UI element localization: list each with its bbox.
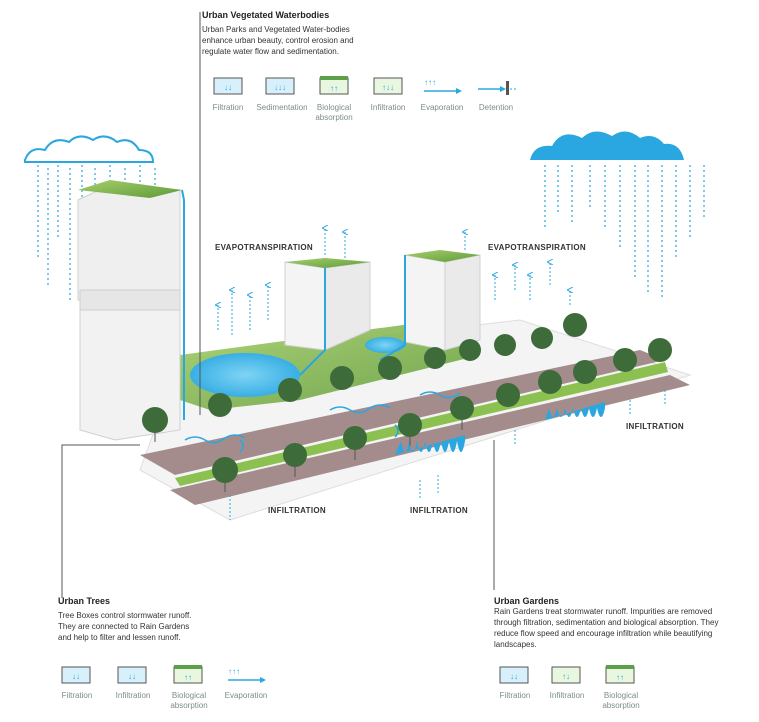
- infiltration-drips: [395, 402, 605, 455]
- gardens-icon-label: Filtration: [499, 691, 531, 700]
- gardens-title: Urban Gardens: [494, 596, 560, 606]
- evaporation-icon: ↑↑↑: [224, 664, 268, 693]
- svg-text:↑↑: ↑↑: [616, 673, 624, 682]
- trees-icon-label: Infiltration: [115, 691, 151, 700]
- waterbodies-icon-label: Biological absorption: [315, 103, 353, 122]
- infiltration-label-left: INFILTRATION: [268, 506, 326, 515]
- road-lower: [170, 375, 690, 505]
- road-upper: [140, 350, 665, 475]
- svg-text:↑↑: ↑↑: [184, 673, 192, 682]
- building-middle: [284, 258, 371, 376]
- infiltration-icon: ↑↓↓: [368, 75, 408, 104]
- svg-text:↑↑↑: ↑↑↑: [228, 667, 240, 676]
- svg-text:↓↓: ↓↓: [510, 672, 518, 681]
- trees-title: Urban Trees: [58, 596, 111, 606]
- cloud-right-icon: [530, 131, 684, 160]
- detention-icon: [476, 75, 520, 104]
- gardens-icon-label: Biological absorption: [602, 691, 640, 710]
- tower-left: [77, 180, 185, 441]
- infiltration-icon: ↑↓: [546, 664, 586, 693]
- evapotranspiration-label-right: EVAPOTRANSPIRATION: [488, 243, 586, 252]
- waterbodies-title: Urban Vegetated Waterbodies: [202, 10, 330, 20]
- gardens-icon-row: ↓↓ Filtration ↑↓ Infiltration ↑↑ Biologi…: [490, 664, 670, 714]
- svg-text:↓↓: ↓↓: [128, 672, 136, 681]
- waterbodies-icon-row: ↓↓ Filtration ↓↓↓ Sedimentation ↑↑ Biolo…: [208, 75, 518, 125]
- biological-absorption-icon: ↑↑: [168, 664, 208, 693]
- svg-text:↑↑↑: ↑↑↑: [424, 78, 436, 87]
- infiltration-label-right: INFILTRATION: [626, 422, 684, 431]
- trees-icon-label: Biological absorption: [170, 691, 208, 710]
- infiltration-icon: ↓↓: [112, 664, 152, 693]
- filtration-icon: ↓↓: [494, 664, 534, 693]
- trees-icon-row: ↓↓ Filtration ↓↓ Infiltration ↑↑ Biologi…: [52, 664, 292, 714]
- waterbodies-icon-label: Infiltration: [370, 103, 406, 112]
- svg-text:↑↑: ↑↑: [330, 84, 338, 93]
- filtration-icon: ↓↓: [56, 664, 96, 693]
- svg-text:↑↓↓: ↑↓↓: [382, 83, 394, 92]
- biological-absorption-icon: ↑↑: [600, 664, 640, 693]
- cloud-left-icon: [24, 135, 155, 163]
- gardens-icon-label: Infiltration: [549, 691, 585, 700]
- infiltration-label-middle: INFILTRATION: [410, 506, 468, 515]
- trees-icon-label: Filtration: [61, 691, 93, 700]
- waterbodies-description: Urban Parks and Vegetated Water-bodies e…: [202, 25, 354, 56]
- rain-right: [544, 165, 705, 300]
- evapotranspiration-label-left: EVAPOTRANSPIRATION: [215, 243, 313, 252]
- waterbodies-icon-label: Detention: [478, 103, 514, 112]
- svg-text:↑↓: ↑↓: [562, 672, 570, 681]
- gardens-description: Rain Gardens treat stormwater runoff. Im…: [494, 607, 719, 649]
- evaporation-arrows: [218, 228, 570, 335]
- waterbodies-icon-label: Evaporation: [420, 103, 464, 112]
- svg-text:↓↓: ↓↓: [72, 672, 80, 681]
- trees-icon-label: Evaporation: [224, 691, 268, 700]
- svg-text:↓↓: ↓↓: [224, 83, 232, 92]
- pond: [190, 353, 300, 397]
- sedimentation-icon: ↓↓↓: [260, 75, 300, 104]
- trees: [142, 313, 672, 483]
- filtration-icon: ↓↓: [208, 75, 248, 104]
- trees-description: Tree Boxes control stormwater runoff. Th…: [58, 611, 192, 642]
- evaporation-icon: ↑↑↑: [420, 75, 464, 104]
- building-right: [379, 250, 481, 361]
- biological-absorption-icon: ↑↑: [314, 75, 354, 104]
- waterbodies-icon-label: Sedimentation: [256, 103, 308, 112]
- waterbodies-icon-label: Filtration: [212, 103, 244, 112]
- svg-text:↓↓↓: ↓↓↓: [274, 83, 286, 92]
